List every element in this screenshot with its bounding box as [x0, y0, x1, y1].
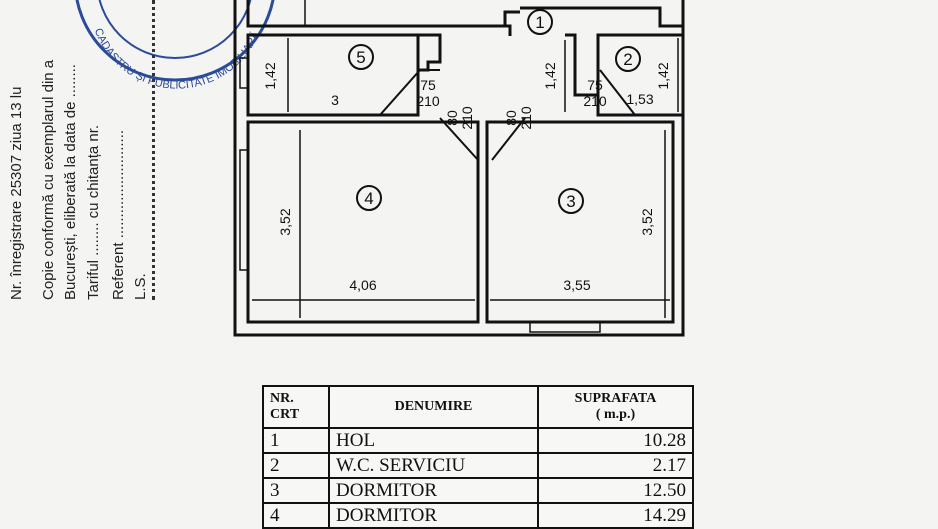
- room-number-2: 2: [623, 50, 632, 69]
- dim-r2-height: 1,42: [655, 62, 671, 89]
- dim-r4-height: 3,52: [277, 208, 293, 235]
- door-5-width: 75: [420, 77, 436, 93]
- cell-nr: 2: [262, 452, 330, 479]
- door-3-height: 210: [518, 106, 534, 130]
- dim-r3-height: 3,52: [639, 208, 655, 235]
- table-row: 4 DORMITOR 14.29: [262, 502, 694, 529]
- door-5-height: 210: [416, 93, 440, 109]
- top-rooms-wall: [246, 0, 683, 28]
- cell-nr: 1: [262, 427, 330, 454]
- dim-r5-width: 3: [331, 92, 339, 108]
- door-2-height: 210: [583, 93, 607, 109]
- cell-area: 12.50: [537, 477, 694, 504]
- header-name: DENUMIRE: [328, 385, 539, 429]
- door-4-width: 80: [444, 110, 460, 126]
- cell-nr: 3: [262, 477, 330, 504]
- room-number-4: 4: [364, 189, 373, 208]
- header-area: SUPRAFATA( m.p.): [537, 385, 694, 429]
- cell-nr: 4: [262, 502, 330, 529]
- signature-line: [152, 0, 155, 300]
- dim-r3-width: 3,55: [563, 277, 590, 293]
- dim-r5-height: 1,42: [262, 62, 278, 89]
- table-row: 1 HOL 10.28: [262, 427, 694, 454]
- cell-name: W.C. SERVICIU: [328, 452, 539, 479]
- table-header-row: NR. CRT DENUMIRE SUPRAFATA( m.p.): [262, 385, 694, 429]
- table-row: 3 DORMITOR 12.50: [262, 477, 694, 504]
- room-number-1: 1: [535, 13, 544, 32]
- area-table: NR. CRT DENUMIRE SUPRAFATA( m.p.) 1 HOL …: [262, 385, 694, 529]
- cell-area: 10.28: [537, 427, 694, 454]
- room-2: [596, 33, 685, 117]
- header-nr: NR. CRT: [262, 385, 330, 429]
- room-number-5: 5: [356, 48, 365, 67]
- door-2-width: 75: [587, 77, 603, 93]
- cell-name: DORMITOR: [328, 477, 539, 504]
- cell-area: 14.29: [537, 502, 694, 529]
- outer-wall: [233, 0, 685, 337]
- room-number-3: 3: [566, 192, 575, 211]
- cell-name: HOL: [328, 427, 539, 454]
- dim-r4-width: 4,06: [349, 277, 376, 293]
- door-4-height: 210: [459, 106, 475, 130]
- dim-r2-width: 1,53: [626, 91, 653, 107]
- cell-name: DORMITOR: [328, 502, 539, 529]
- cell-area: 2.17: [537, 452, 694, 479]
- door-3-width: 80: [503, 110, 519, 126]
- dim-hall-height: 1,42: [542, 62, 558, 89]
- floor-plan: 1 2 3 4 5 3 1,53 4,06 3,55 75 210 75 210…: [233, 0, 685, 337]
- table-row: 2 W.C. SERVICIU 2.17: [262, 452, 694, 479]
